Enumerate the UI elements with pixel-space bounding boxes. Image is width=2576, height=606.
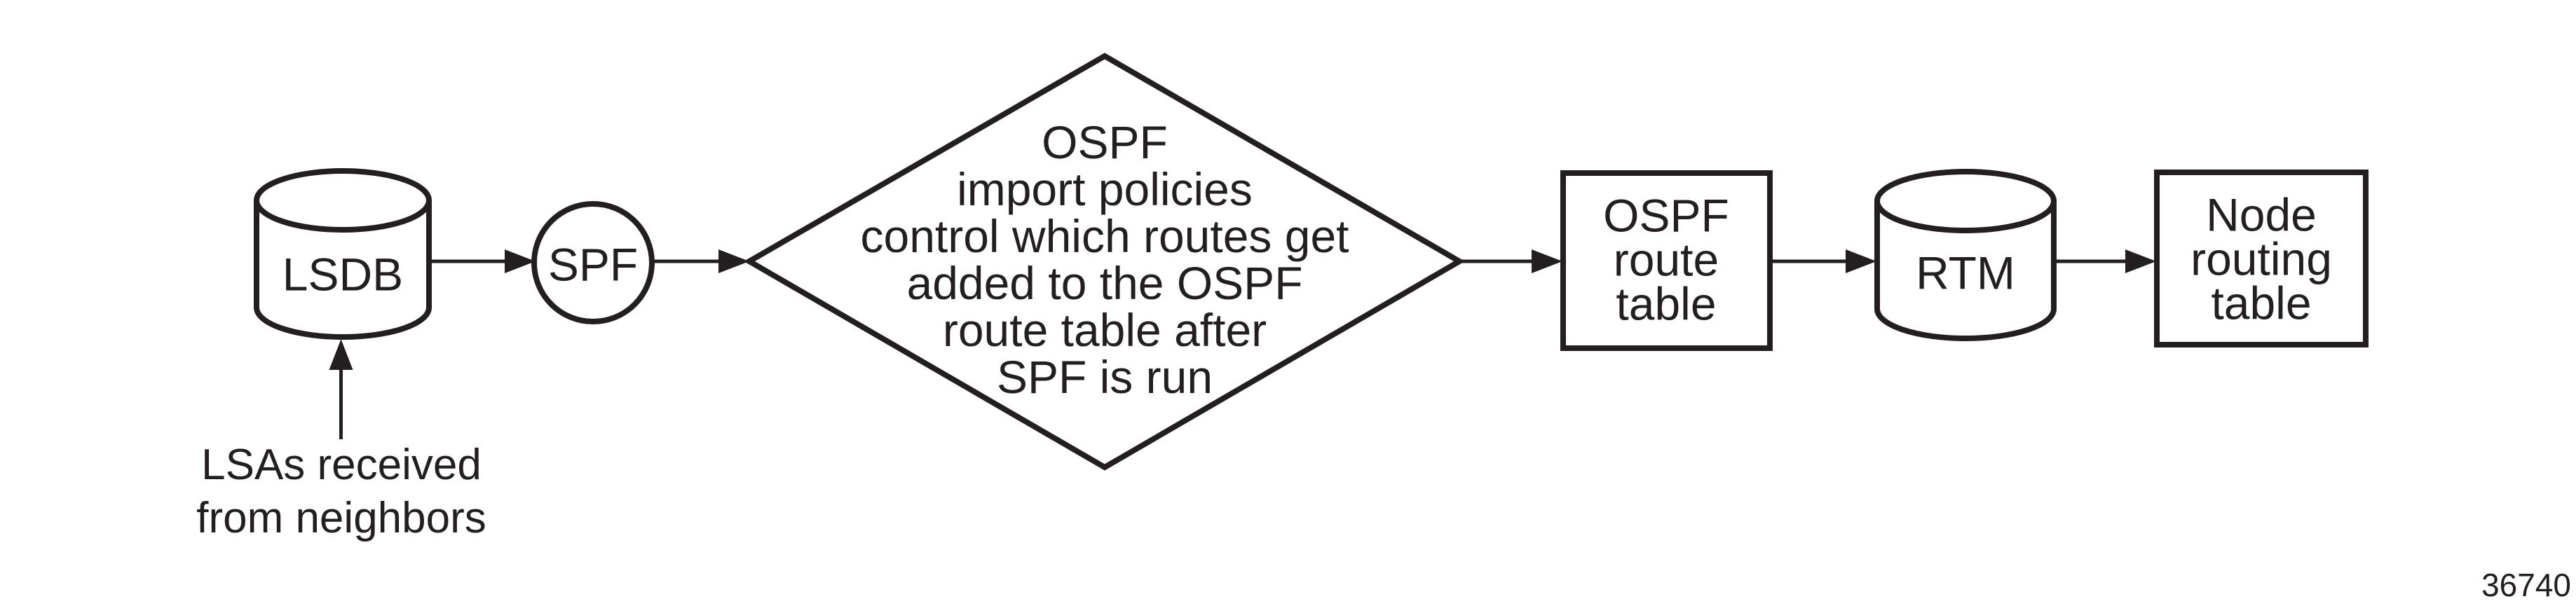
node-routing-table-rect-shape (2154, 170, 2369, 347)
node-routing-table-label-line: table (2211, 277, 2312, 329)
lsdb-cylinder-shape (254, 168, 432, 340)
node-routing-table-label-line: routing (2190, 233, 2332, 285)
decision-label-line: import policies (957, 163, 1253, 215)
lsa-input-annotation-line: LSAs received (201, 441, 482, 489)
arrow-decision-to-ospf-route-table-icon (1459, 249, 1562, 273)
arrow-ospf-route-table-to-rtm-icon (1771, 249, 1876, 273)
decision-label-line: SPF is run (996, 351, 1213, 403)
decision-label-line: OSPF (1042, 116, 1168, 168)
decision-label-line: control which routes get (860, 210, 1349, 262)
lsa-input-annotation: LSAs received from neighbors (196, 439, 486, 545)
lsa-input-annotation-line: from neighbors (196, 494, 486, 542)
ospf-route-table-label-line: table (1616, 277, 1717, 330)
rtm-cylinder-shape (1874, 169, 2057, 341)
ospf-route-table-label-line: route (1613, 233, 1719, 286)
figure-number: 36740 (2481, 567, 2571, 603)
arrow-rtm-to-node-routing-table-icon (2054, 249, 2156, 273)
ospf-route-table-rect-shape (1560, 170, 1773, 351)
spf-label: SPF (547, 238, 639, 291)
rtm-label: RTM (1916, 247, 2015, 299)
decision-diamond-shape (744, 53, 1465, 471)
spf-circle-shape (531, 201, 655, 324)
arrow-lsdb-to-spf-icon (429, 249, 536, 273)
lsdb-label: LSDB (282, 248, 404, 301)
ospf-route-table-label-line: OSPF (1603, 189, 1729, 242)
arrow-spf-to-decision-icon (652, 249, 749, 273)
arrow-lsas-to-lsdb-icon (329, 339, 353, 439)
decision-label-line: added to the OSPF (906, 257, 1303, 309)
node-routing-table-label-line: Node (2206, 188, 2317, 241)
decision-label-line: route table after (942, 304, 1267, 356)
ospf-route-table-label: OSPF route table (1603, 189, 1729, 330)
decision-label: OSPF import policies control which route… (860, 119, 1349, 401)
node-routing-table-label: Node routing table (2190, 188, 2332, 329)
